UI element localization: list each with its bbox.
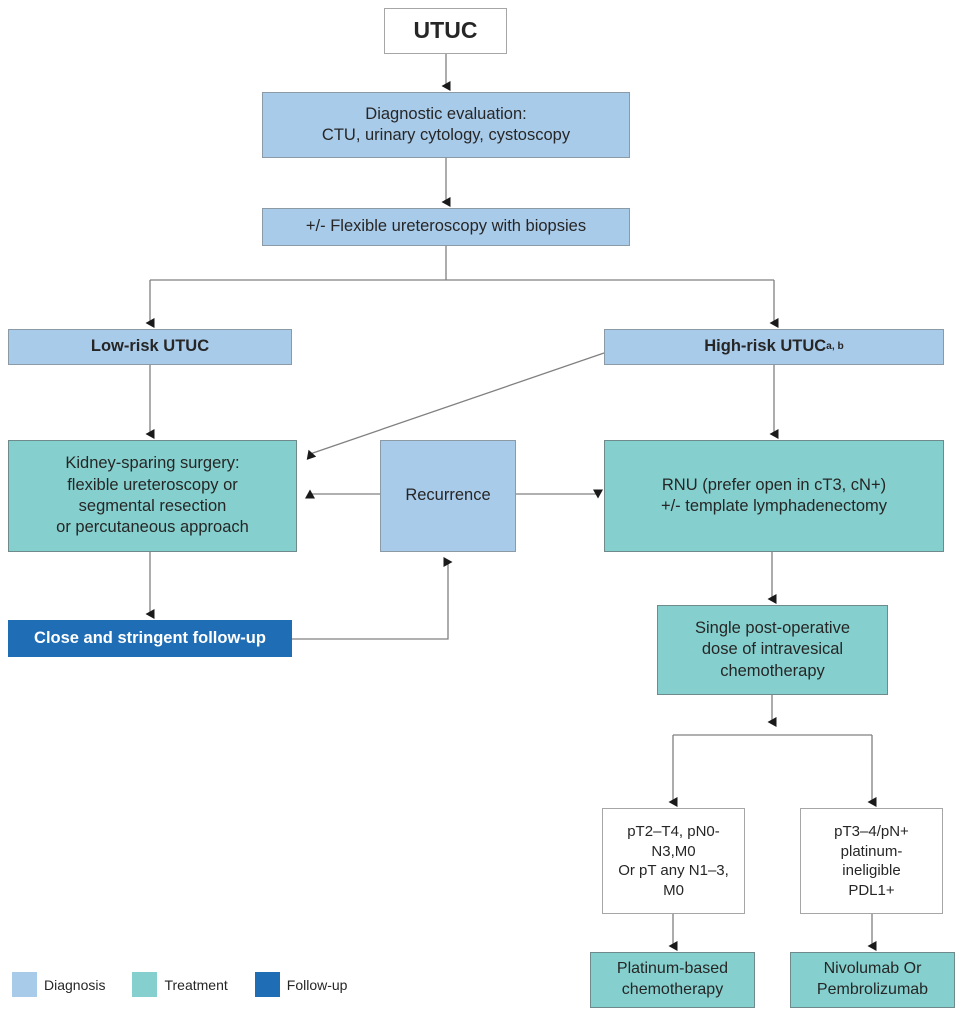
- legend-label-followup: Follow-up: [286, 976, 348, 993]
- node-high-risk-label: High-risk UTUC: [704, 337, 827, 356]
- node-close-stringent-followup[interactable]: Close and stringent follow-up: [8, 620, 292, 657]
- node-utuc[interactable]: UTUC: [384, 8, 507, 54]
- legend-swatch-treatment: [132, 972, 158, 997]
- edge-followup-to-recurrence: [292, 557, 453, 640]
- node-stage-pt3-4[interactable]: pT3–4/pN+ platinum- ineligible PDL1+: [800, 808, 943, 914]
- node-flexible-ureteroscopy[interactable]: +/- Flexible ureteroscopy with biopsies: [262, 208, 630, 246]
- node-diagnostic-evaluation[interactable]: Diagnostic evaluation: CTU, urinary cyto…: [262, 92, 630, 158]
- legend-swatch-diagnosis: [12, 972, 37, 997]
- legend-item-treatment: Treatment: [132, 972, 228, 997]
- node-recurrence[interactable]: Recurrence: [380, 440, 516, 552]
- node-kidney-sparing-surgery[interactable]: Kidney-sparing surgery: flexible uretero…: [8, 440, 297, 552]
- node-high-risk-footnote: a, b: [826, 341, 844, 353]
- legend-item-followup: Follow-up: [254, 972, 348, 997]
- node-single-postoperative-dose[interactable]: Single post-operative dose of intravesic…: [657, 605, 888, 695]
- edge-highrisk-to-kss: [306, 352, 605, 460]
- legend-label-diagnosis: Diagnosis: [44, 976, 106, 993]
- legend-item-diagnosis: Diagnosis: [12, 972, 105, 997]
- node-rnu[interactable]: RNU (prefer open in cT3, cN+) +/- templa…: [604, 440, 944, 552]
- legend-label-treatment: Treatment: [164, 976, 228, 993]
- node-platinum-based-chemotherapy[interactable]: Platinum-based chemotherapy: [590, 952, 755, 1008]
- legend-swatch-followup: [254, 972, 280, 997]
- node-nivolumab-pembrolizumab[interactable]: Nivolumab Or Pembrolizumab: [790, 952, 955, 1008]
- legend: Diagnosis Treatment Follow-up: [12, 972, 366, 997]
- node-stage-pt2-t4[interactable]: pT2–T4, pN0- N3,M0 Or pT any N1–3, M0: [602, 808, 745, 914]
- node-low-risk-utuc[interactable]: Low-risk UTUC: [8, 329, 292, 365]
